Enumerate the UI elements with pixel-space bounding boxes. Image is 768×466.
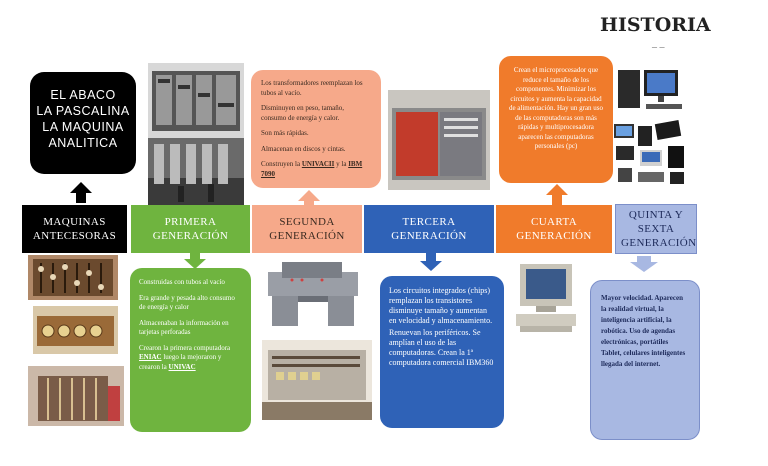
primera-card: Construidas con tubos al vacío Era grand… — [130, 268, 251, 432]
title-underline: _ _ — [652, 38, 665, 49]
up-arrow-orange — [546, 184, 568, 205]
quinta-text: Mayor velocidad. Aparecen la realidad vi… — [601, 294, 686, 368]
pascalina-photo — [33, 306, 118, 354]
primera-item-4: Crearon la primera computadora ENIAC lue… — [139, 344, 242, 373]
tercera-card: Los circuitos integrados (chips) remplaz… — [380, 276, 504, 428]
ibm360-photo — [262, 340, 372, 420]
pc-photo — [512, 260, 580, 334]
ibm7090-label: IBM 7090 — [261, 160, 363, 178]
antecesora-line-3: LA MAQUINA — [42, 120, 124, 134]
univac-photo — [262, 258, 364, 330]
antecesoras-box: EL ABACO LA PASCALINA LA MAQUINA ANALITI… — [30, 72, 136, 174]
univacii-label: UNIVACII — [301, 160, 335, 168]
tercera-item-1: Los circuitos integrados (chips) remplaz… — [389, 286, 493, 325]
segunda-item-5a: Construyen la — [261, 160, 302, 168]
segunda-item-2: Disminuyen en peso, tamaño, consumo de e… — [261, 104, 345, 122]
univac-label: UNIVAC — [168, 362, 196, 371]
down-arrow-green — [184, 253, 206, 269]
band-cuarta: CUARTA GENERACIÓN — [496, 205, 612, 253]
band-primera: PRIMERA GENERACIÓN — [131, 205, 250, 253]
cuarta-card: Crean el microprocesador que reduce el t… — [499, 56, 613, 183]
antecesora-line-2: LA PASCALINA — [36, 104, 130, 118]
band-segunda: SEGUNDA GENERACIÓN — [252, 205, 362, 253]
eniac-photo — [148, 63, 244, 138]
band-quinta-label: QUINTA Y SEXTA GENERACIÓN — [621, 209, 697, 249]
cuarta-text: Crean el microprocesador que reduce el t… — [508, 66, 604, 150]
up-arrow-peach — [298, 190, 320, 206]
desktop-pc-photo — [614, 66, 694, 114]
vacuum-tube-computer-photo — [148, 138, 244, 206]
band-segunda-label: SEGUNDA GENERACIÓN — [269, 216, 345, 242]
primera-item-1: Construidas con tubos al vacío — [139, 278, 225, 286]
band-quinta: QUINTA Y SEXTA GENERACIÓN — [615, 204, 697, 254]
band-primera-label: PRIMERA GENERACIÓN — [152, 216, 229, 242]
band-tercera-label: TERCERA GENERACIÓN — [391, 216, 467, 242]
up-arrow-black — [70, 182, 92, 203]
band-cuarta-label: CUARTA GENERACIÓN — [516, 216, 592, 242]
ibm-console-photo — [388, 90, 490, 190]
analytical-engine-photo — [28, 366, 124, 426]
abacus-photo — [28, 255, 118, 300]
down-arrow-blue — [420, 253, 442, 271]
segunda-card: Los transformadores reemplazan los tubos… — [251, 70, 381, 188]
segunda-item-4: Almacenan en discos y cintas. — [261, 144, 346, 153]
primera-item-3: Almacenaban la información en tarjetas p… — [139, 318, 229, 337]
antecesora-line-1: EL ABACO — [50, 88, 116, 102]
page-title: HISTORIA — [600, 14, 711, 36]
quinta-card: Mayor velocidad. Aparecen la realidad vi… — [590, 280, 700, 440]
band-antecesoras: MAQUINAS ANTECESORAS — [22, 205, 127, 253]
eniac-label: ENIAC — [139, 353, 162, 361]
tercera-item-2: Renuevan los periféricos. Se amplían el … — [389, 328, 494, 367]
segunda-item-3: Son más rápidas. — [261, 129, 309, 137]
segunda-item-5b: y la — [334, 160, 349, 168]
antecesora-line-4: ANALITICA — [48, 136, 118, 150]
band-antecesoras-label: MAQUINAS ANTECESORAS — [32, 216, 117, 242]
primera-item-4a: Crearon la primera computadora — [139, 343, 231, 352]
segunda-item-5: Construyen la UNIVACII y la IBM 7090 — [261, 160, 371, 179]
devices-collage-photo — [612, 120, 690, 186]
down-arrow-lavender — [630, 256, 658, 272]
primera-item-4b: luego la mejoraron y crearon la — [139, 353, 222, 371]
band-tercera: TERCERA GENERACIÓN — [364, 205, 494, 253]
primera-item-2: Era grande y pesada alto consumo de ener… — [139, 293, 235, 312]
segunda-item-1: Los transformadores reemplazan los tubos… — [261, 79, 363, 97]
